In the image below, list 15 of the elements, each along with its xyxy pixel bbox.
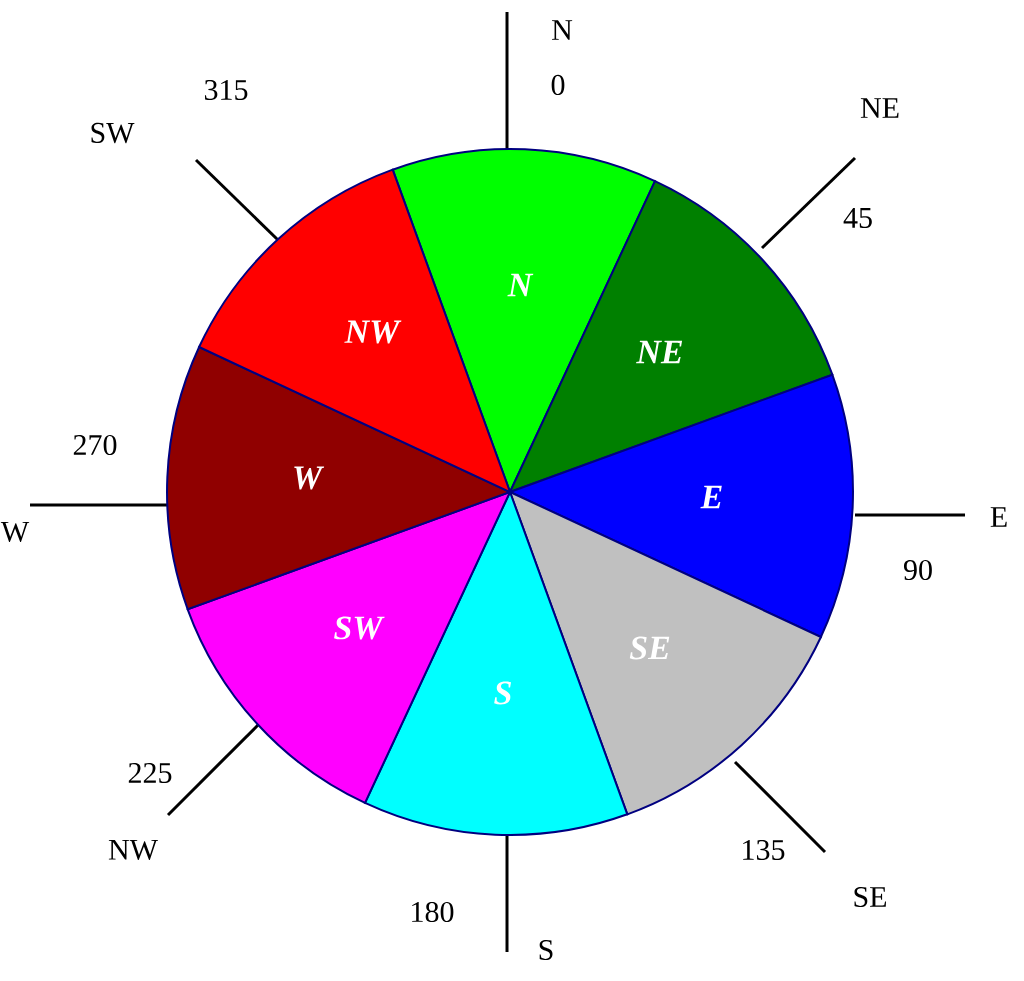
direction-label: SW <box>91 122 135 144</box>
pie-sector: E <box>509 373 854 638</box>
pie-sector: W <box>166 346 511 611</box>
direction-label: S <box>539 939 553 961</box>
direction-label: N <box>552 20 573 40</box>
degree-label: 90 <box>904 559 932 581</box>
direction-label: SE <box>854 886 886 908</box>
degree-label: 180 <box>412 901 454 923</box>
direction-label: E <box>990 507 1007 527</box>
direction-label: NE <box>860 98 899 118</box>
degree-label: 315 <box>204 79 248 101</box>
degree-label: 270 <box>73 434 117 456</box>
direction-label: NW <box>108 839 158 861</box>
degree-label: 0 <box>551 74 565 96</box>
direction-label: W <box>0 521 30 543</box>
